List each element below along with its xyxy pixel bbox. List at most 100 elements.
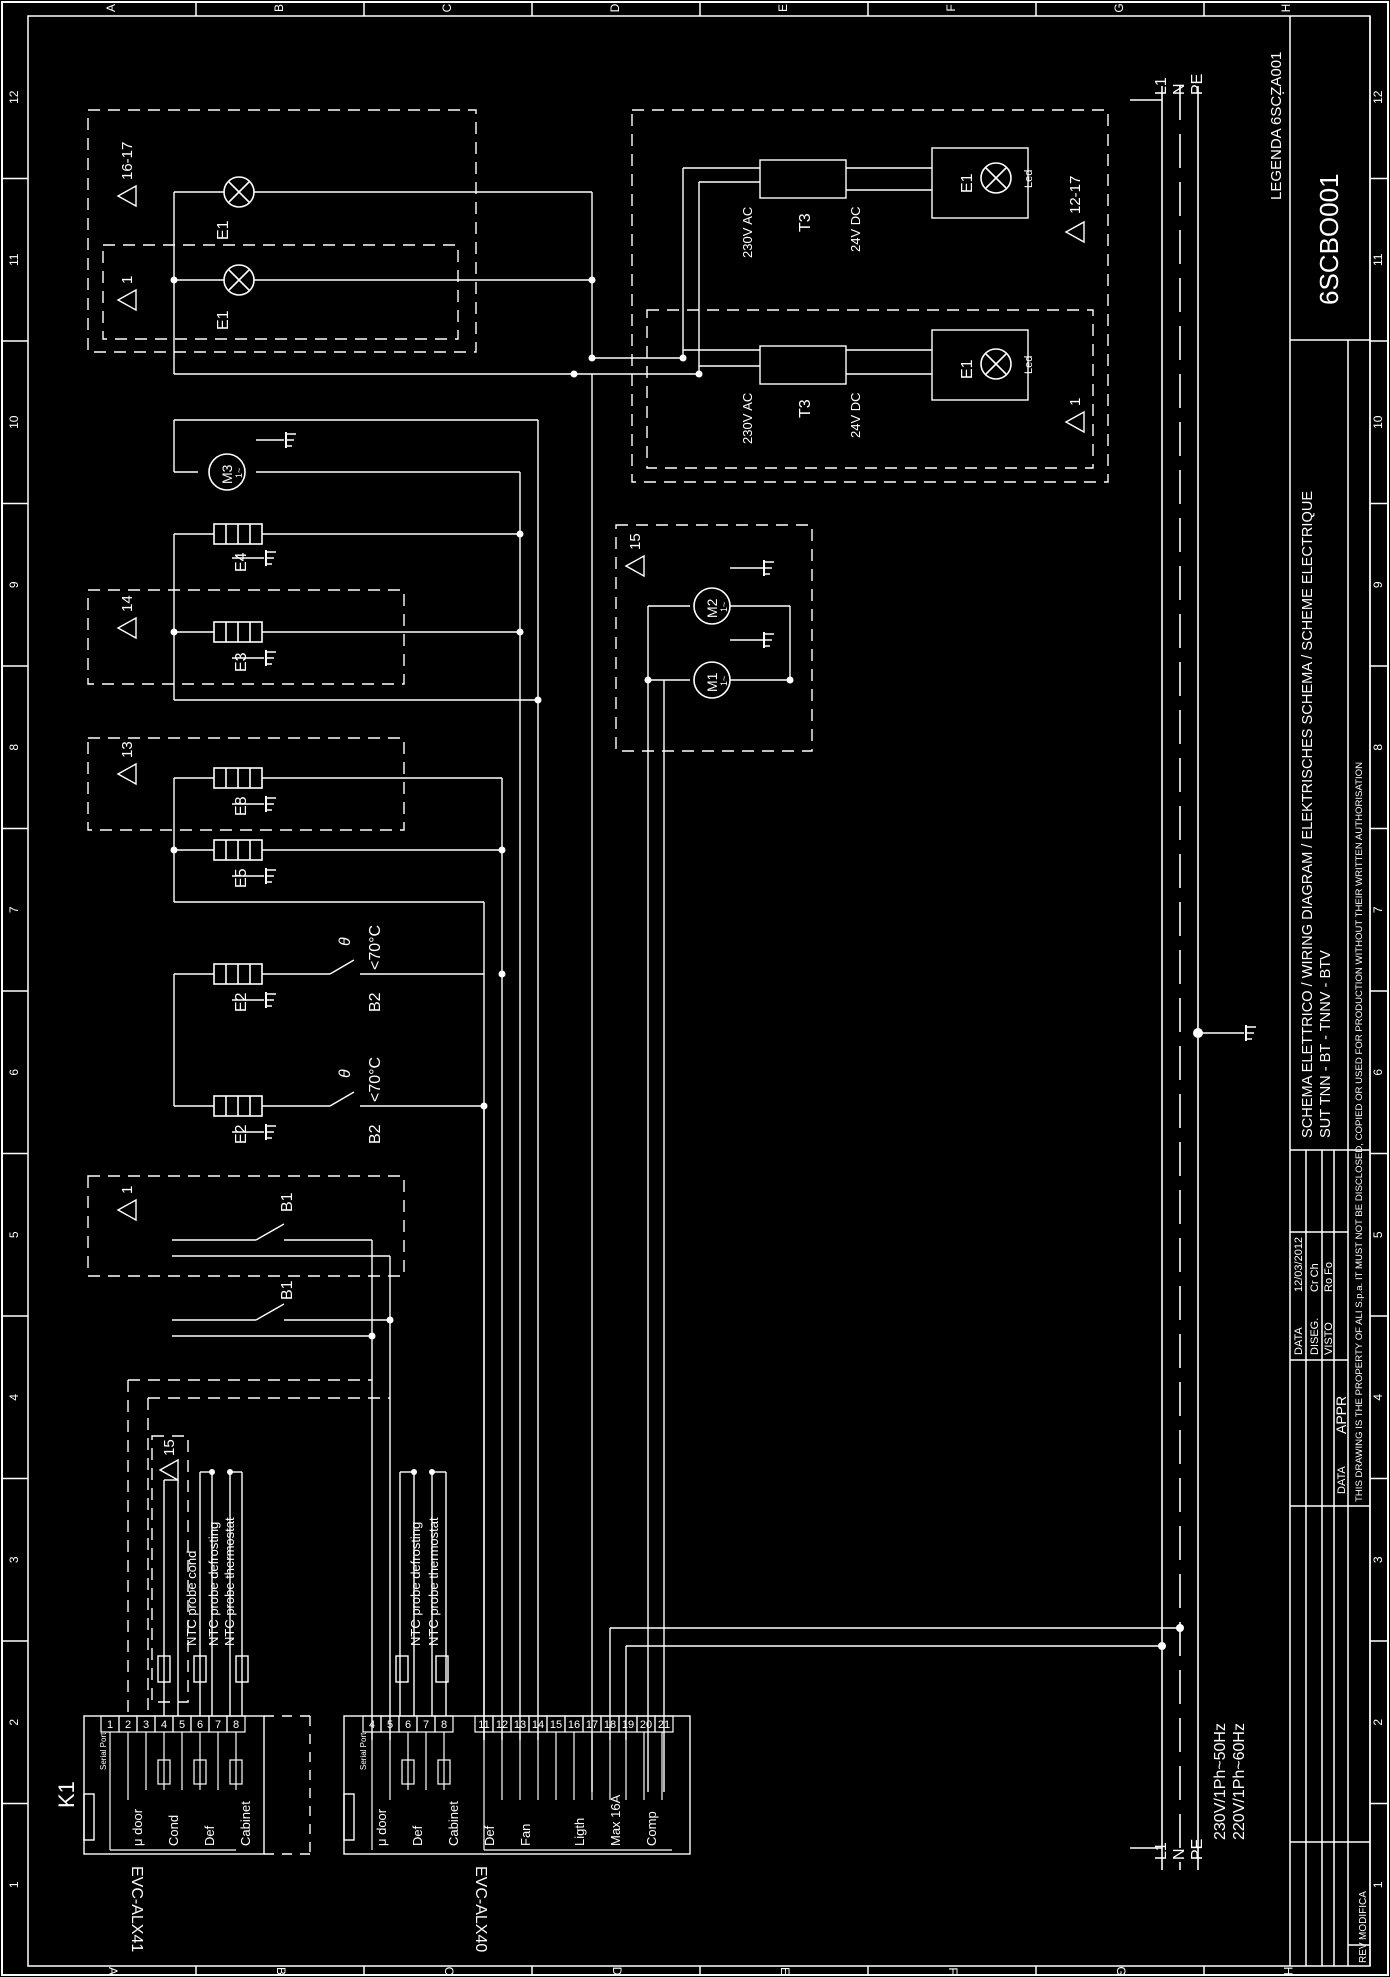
led-lamp-icon — [980, 348, 1012, 380]
grid-row-label: 5 — [7, 1231, 21, 1238]
mains-lines — [1130, 86, 1244, 1870]
warning-triangle-icon — [116, 762, 137, 786]
rev-label: REV — [1358, 1942, 1369, 1963]
terminal-number: 6 — [405, 1719, 411, 1731]
alx40-internal — [371, 1732, 672, 1851]
terminal-number: 7 — [423, 1719, 429, 1731]
terminal-number: 18 — [604, 1719, 616, 1731]
transformer-label: T3 — [797, 213, 814, 232]
warning-triangle-icon — [116, 288, 137, 312]
heater-e3-label: E3 — [233, 652, 250, 672]
transformer-ac-rating: 230V AC — [740, 393, 755, 444]
warning-triangle-icon — [1064, 410, 1085, 434]
led-label: Led — [1023, 356, 1035, 374]
data-column-label: DATA — [1336, 1466, 1348, 1494]
alx40-output-max: Max 16A — [608, 1794, 623, 1846]
heater-e4-icon — [213, 523, 263, 545]
property-note: THIS DRAWING IS THE PROPERTY OF ALI S.p.… — [1354, 762, 1365, 1502]
variant-note-14: 14 — [119, 595, 136, 612]
alx40-probe-defrosting: NTC probe defrosting — [408, 1522, 423, 1646]
warning-triangle-icon — [116, 616, 137, 640]
transformer-label: T3 — [797, 399, 814, 418]
terminal-number: 11 — [478, 1719, 489, 1731]
grid-row-label: 7 — [7, 906, 21, 913]
heater-e8-icon — [213, 767, 263, 789]
grid-row-label: 2 — [1371, 1719, 1385, 1726]
svg-text:N: N — [1171, 1848, 1188, 1860]
led-lamp-label: E1 — [959, 173, 976, 193]
heater-e4-label: E4 — [233, 552, 250, 572]
grid-column-label: H — [1279, 4, 1293, 13]
terminal-number: 15 — [550, 1719, 562, 1731]
thermostat-b2-label: B2 — [367, 1124, 384, 1144]
grid-row-label: 3 — [7, 1556, 21, 1563]
controller-power-feed — [609, 1627, 1180, 1740]
grid-row-label: 9 — [7, 581, 21, 588]
svg-text:PE: PE — [1189, 74, 1206, 95]
grid-column-label: B — [274, 1967, 288, 1975]
warning-triangle-icon — [116, 1198, 137, 1222]
terminal-number: 1 — [107, 1719, 113, 1731]
door-switch-b1-label: B1 — [279, 1280, 296, 1300]
alx40-output-light: Ligth — [572, 1818, 587, 1846]
visto-value: Ro Fo — [1323, 1262, 1335, 1292]
drawing-code: 6SCBO001 — [1314, 173, 1344, 305]
diseg-label: DISEG. — [1309, 1318, 1321, 1355]
fan-motors-box — [615, 524, 813, 1792]
grid-column-label: C — [440, 3, 454, 12]
supply-rating-60hz: 220V/1Ph~60Hz — [1231, 1723, 1248, 1840]
grid-column-label: H — [1281, 1967, 1295, 1976]
door-heater-circuit — [173, 959, 485, 1740]
grid-row-label: 5 — [1371, 1231, 1385, 1238]
warning-triangle-icon — [624, 554, 645, 578]
alx41-input-def: Def — [202, 1825, 217, 1846]
grid-row-label: 10 — [7, 415, 21, 429]
terminal-number: 4 — [369, 1719, 375, 1731]
alx41-probe-thermostat: NTC probe thermostat — [222, 1517, 237, 1646]
grid-column-label: G — [1112, 3, 1126, 12]
alx41-serial-port-label: Serial Port — [99, 1732, 108, 1770]
svg-text:L1: L1 — [1153, 1842, 1170, 1860]
terminal-number: 20 — [640, 1719, 652, 1731]
alx40-input-cabinet: Cabinet — [446, 1801, 461, 1846]
data-label: DATA — [1293, 1327, 1305, 1355]
grid-column-label: B — [272, 4, 286, 12]
terminal-number: 6 — [197, 1719, 203, 1731]
grid-row-label: 4 — [7, 1394, 21, 1401]
visto-label: VISTO — [1323, 1322, 1335, 1355]
terminal-number: 7 — [215, 1719, 221, 1731]
variant-note-1: 1 — [119, 1186, 136, 1194]
grid-row-label: 10 — [1371, 415, 1385, 429]
grid-row-label: 1 — [7, 1881, 21, 1888]
grid-row-label: 1 — [1371, 1881, 1385, 1888]
heater-circuit-e3-e4 — [87, 533, 538, 701]
mains-bottom-labels: L1 N PE — [1153, 1839, 1206, 1860]
alx40-input-def: Def — [410, 1825, 425, 1846]
appr-label: APPR — [1333, 1396, 1349, 1434]
supply-rating-50hz: 230V/1Ph~50Hz — [1212, 1723, 1229, 1840]
alx41-input-cond: Cond — [166, 1815, 181, 1846]
terminal-number: 3 — [143, 1719, 149, 1731]
alx40-probe-thermostat: NTC probe thermostat — [426, 1517, 441, 1646]
svg-text:N: N — [1171, 83, 1188, 95]
terminal-number: 5 — [387, 1719, 393, 1731]
variant-note-12-17: 12-17 — [1067, 176, 1084, 214]
thermostat-symbol: θ — [337, 937, 354, 946]
warning-triangle-icon — [1064, 220, 1085, 244]
grid-row-label: 12 — [1371, 90, 1385, 104]
grid-row-label: 7 — [1371, 906, 1385, 913]
motor-m2-icon — [693, 587, 731, 625]
alx41-serial-port-icon — [83, 1793, 95, 1841]
grid-row-label: 8 — [7, 744, 21, 751]
mains-top-labels: L1 N PE — [1153, 74, 1206, 95]
lighting-circuit — [87, 109, 1109, 1792]
motor-m3-phase: 1~ — [234, 468, 244, 478]
alx40-serial-port-label: Serial Port — [359, 1732, 368, 1770]
motor-m1-icon — [693, 661, 731, 699]
motor-m2-label: M2 — [704, 598, 720, 618]
heater-e2-icon — [213, 1095, 263, 1117]
grid-row-label: 11 — [1371, 253, 1385, 266]
terminal-number: 19 — [622, 1719, 634, 1731]
